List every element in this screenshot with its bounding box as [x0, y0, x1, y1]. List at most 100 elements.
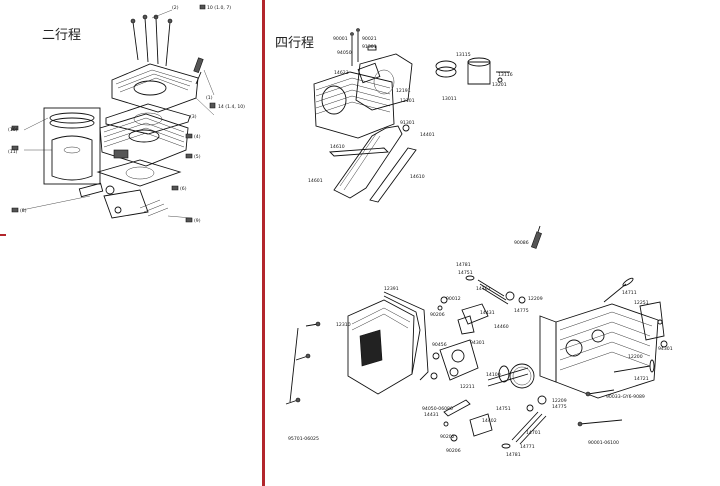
label-14775-b: 14775	[552, 404, 567, 410]
label-94050: 94050	[337, 50, 352, 56]
label-14781: 14781	[456, 262, 471, 268]
label-14711: 14711	[622, 290, 637, 296]
label-1: (1)	[206, 95, 213, 101]
label-94301: 94301	[470, 340, 485, 346]
spark-plug	[193, 57, 215, 96]
label-6: (6)	[180, 186, 187, 192]
two-stroke-title: 二行程	[42, 28, 82, 43]
cover-gasket	[383, 291, 429, 381]
label-90033: 90033-GY6-9089	[606, 394, 645, 400]
four-stroke-cylinder-drawing: 90001 90021 91301 94050 14623 12191 1210…	[308, 28, 513, 203]
label-14701: 14701	[526, 430, 541, 436]
label-12191: 12191	[396, 88, 411, 94]
label-14610: 14610	[330, 144, 345, 150]
intake-manifold	[639, 301, 668, 348]
head-bolts-4t	[577, 389, 623, 427]
label-90206: 90206	[430, 312, 445, 318]
cylinder-gasket	[355, 53, 413, 111]
label-13116: 13116	[498, 72, 513, 78]
red-dash-mark	[0, 234, 6, 236]
label-14100: 14100	[486, 372, 501, 378]
label-90012: 90012	[446, 296, 461, 302]
crank-detail	[21, 189, 193, 219]
label-3: (3)	[190, 114, 197, 120]
label-14771: 14771	[520, 444, 535, 450]
label-94301-b: 94301	[658, 346, 673, 352]
camshaft	[487, 363, 535, 389]
head-gasket	[105, 103, 191, 135]
four-stroke-title: 四行程	[275, 36, 315, 51]
label-13011: 13011	[442, 96, 457, 102]
two-stroke-drawing: (2) 10 (1.0, 7) (1) 14 (1.4, 10) (3) (4)…	[8, 4, 245, 224]
spark-plug-4t	[530, 225, 542, 249]
section-divider	[262, 0, 265, 486]
piston-group	[23, 107, 101, 185]
piston-4t	[435, 57, 510, 85]
label-9: (9)	[194, 218, 201, 224]
cylinder-head	[111, 63, 215, 116]
label-91301-b: 91301	[400, 120, 415, 126]
four-stroke-head-drawing: 90086 14781 14751 14761 90012 12209 9020…	[285, 225, 673, 458]
label-14721: 14721	[634, 376, 649, 382]
label-14781-b: 14781	[506, 452, 521, 458]
label-4: (4)	[194, 134, 201, 140]
cam-chain	[328, 124, 417, 203]
label-90001: 90001	[333, 36, 348, 42]
head-cover	[347, 295, 421, 395]
valve-springs-top	[465, 275, 526, 305]
label-14431-b: 14431	[424, 412, 439, 418]
label-90086: 90086	[514, 240, 529, 246]
label-14610-b: 14610	[410, 174, 425, 180]
valves	[603, 277, 655, 373]
label-14751-b: 14751	[496, 406, 511, 412]
label-90202: 90202	[440, 434, 455, 440]
base-gasket	[96, 159, 182, 187]
label-91301: 91301	[362, 44, 377, 50]
cylinder-block	[313, 62, 395, 139]
label-14751: 14751	[458, 270, 473, 276]
label-bolt-torque: 10 (1.0, 7)	[207, 5, 231, 11]
label-12211: 12211	[460, 384, 475, 390]
label-10: (10)	[8, 127, 18, 133]
label-5: (5)	[194, 154, 201, 160]
label-13115: 13115	[456, 52, 471, 58]
cylinder-head-4t	[539, 303, 659, 399]
label-12101: 12101	[400, 98, 415, 104]
label-90206-b: 90206	[446, 448, 461, 454]
label-8: (8)	[20, 208, 27, 214]
rocker-shaft-lower	[443, 399, 493, 442]
label-12200: 12200	[628, 354, 643, 360]
label-12251: 12251	[634, 300, 649, 306]
label-12209-b: 12209	[552, 398, 567, 404]
label-90456: 90456	[432, 342, 447, 348]
cylinder	[99, 113, 189, 167]
label-plug-torque: 14 (1.4, 10)	[218, 104, 245, 110]
label-14402: 14402	[482, 418, 497, 424]
label-11: (11)	[8, 149, 18, 155]
label-14601: 14601	[308, 178, 323, 184]
label-14401: 14401	[420, 132, 435, 138]
piston-pin	[78, 182, 122, 214]
label-14460: 14460	[494, 324, 509, 330]
label-12310: 12310	[336, 322, 351, 328]
label-14761: 14761	[476, 286, 491, 292]
label-2: (2)	[172, 5, 179, 11]
label-12391: 12391	[384, 286, 399, 292]
label-94050-06080: 94050-06080	[422, 406, 453, 412]
studs	[350, 28, 377, 66]
rocker-arm	[437, 296, 489, 335]
label-90001-06100: 90001-06100	[588, 440, 619, 446]
label-95701-06025: 95701-06025	[288, 436, 319, 442]
label-13201: 13201	[492, 82, 507, 88]
label-90021: 90021	[362, 36, 377, 42]
label-12209: 12209	[528, 296, 543, 302]
label-14623: 14623	[334, 70, 349, 76]
label-14431: 14431	[480, 310, 495, 316]
reference-markers	[11, 4, 216, 223]
cover-bolts	[285, 321, 321, 405]
head-bolts	[130, 9, 173, 67]
valve-springs-bottom	[501, 395, 547, 449]
label-14775: 14775	[514, 308, 529, 314]
cam-holder	[430, 339, 479, 381]
